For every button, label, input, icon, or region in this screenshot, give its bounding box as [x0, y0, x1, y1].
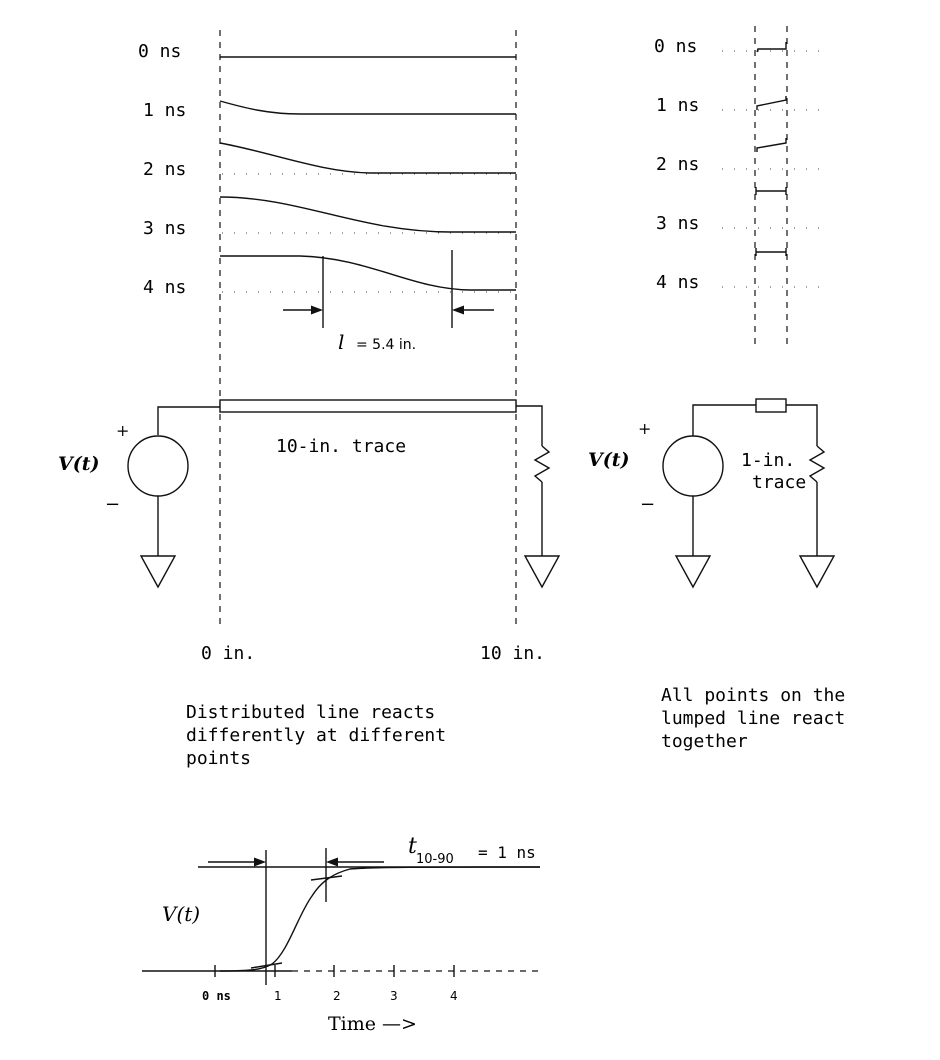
dist-load-resistor [533, 445, 551, 483]
lumped-load-wire-top [786, 404, 818, 446]
dist-time-label-3: 3 ns [143, 218, 186, 239]
rise-curve [219, 866, 541, 972]
lumped-waveform-0ns [756, 42, 787, 53]
dist-length-arrowhead-right [452, 305, 464, 315]
rise-crosshair-90pct [310, 875, 343, 881]
rise-arrowhead-left [254, 857, 266, 867]
dist-source-label: V(t) [58, 453, 100, 475]
rise-tick-label-1: 1 [274, 989, 282, 1003]
lumped-trace-label-line-1: 1-in. [741, 450, 795, 471]
rise-tick-label-3: 3 [390, 989, 398, 1003]
rise-tick-label-2: 2 [333, 989, 341, 1003]
lumped-circuit: V(t) + − 1-in. trace All points on the l… [588, 398, 845, 752]
rise-tick-label-0ns: 0 ns [202, 989, 231, 1003]
dist-source-minus: − [105, 494, 120, 515]
dist-source-plus: + [116, 421, 129, 440]
distributed-circuit: 10-in. trace V(t) + − 0 in. 10 in. Distr… [58, 399, 561, 769]
lumped-time-label-0: 0 ns [654, 36, 697, 57]
dist-caption-line-1: Distributed line reacts [186, 702, 435, 723]
lumped-ground-symbol [674, 555, 712, 589]
dist-waveform-1ns [219, 100, 516, 115]
rise-t-subscript: 10-90 [416, 852, 454, 867]
rise-t-symbol: t [408, 834, 417, 859]
rise-xlabel: Time —> [328, 1013, 417, 1035]
dist-axis-right-label: 10 in. [480, 643, 545, 664]
lumped-waveform-1ns [756, 96, 787, 110]
dist-ground-symbol [139, 555, 177, 589]
rise-tick-label-4: 4 [450, 989, 458, 1003]
rise-t-value: = 1 ns [478, 843, 536, 862]
rise-time-plot: t 10-90 = 1 ns V(t) 0 ns 1 2 3 4 Time —> [142, 834, 541, 1035]
lumped-caption-line-2: lumped line react [661, 708, 845, 729]
lumped-caption-line-1: All points on the [661, 685, 845, 706]
dist-length-arrowhead-left [311, 305, 323, 315]
lumped-trace-rect [755, 398, 787, 413]
lumped-source-wire [692, 404, 756, 436]
dist-length-symbol: l [338, 330, 344, 354]
dist-caption-line-2: differently at different [186, 725, 446, 746]
lumped-waveform-2ns [756, 138, 787, 152]
dist-trace-label: 10-in. trace [276, 436, 406, 457]
lumped-source-plus: + [638, 419, 651, 438]
rise-crosshair-10pct [250, 962, 283, 969]
dist-waveform-3ns [219, 196, 516, 233]
lumped-load-ground-symbol [798, 555, 836, 589]
lumped-snapshots: 0 ns 1 ns 2 ns 3 ns 4 ns [654, 26, 826, 350]
dist-time-label-0: 0 ns [138, 41, 181, 62]
dist-axis-left-label: 0 in. [201, 643, 255, 664]
dist-waveform-2ns [219, 142, 516, 174]
dist-time-label-4: 4 ns [143, 277, 186, 298]
lumped-time-label-3: 3 ns [656, 213, 699, 234]
lumped-source-minus: − [640, 494, 655, 515]
rise-ylabel: V(t) [162, 902, 200, 926]
lumped-waveform-3ns [755, 187, 787, 195]
lumped-trace-label-line-2: trace [752, 472, 806, 493]
lumped-load-resistor [808, 445, 826, 483]
dist-voltage-source [127, 435, 189, 497]
lumped-source-label: V(t) [588, 449, 630, 471]
dist-time-label-1: 1 ns [143, 100, 186, 121]
dist-waveform-4ns [220, 255, 516, 291]
lumped-time-label-2: 2 ns [656, 154, 699, 175]
distributed-snapshots: 0 ns 1 ns 2 ns 3 ns 4 ns l = 5.4 in. [138, 41, 516, 354]
lumped-time-label-4: 4 ns [656, 272, 699, 293]
lumped-caption-line-3: together [661, 731, 748, 752]
dist-length-value: = 5.4 in. [356, 337, 416, 353]
dist-load-ground-symbol [523, 555, 561, 589]
dist-trace-rect [219, 399, 517, 413]
lumped-waveform-4ns [755, 248, 787, 256]
dist-time-label-2: 2 ns [143, 159, 186, 180]
rise-arrowhead-right [326, 857, 338, 867]
lumped-voltage-source [662, 435, 724, 497]
dist-source-wire [157, 406, 220, 435]
dist-load-wire-top [516, 405, 543, 446]
dist-caption-line-3: points [186, 748, 251, 769]
lumped-time-label-1: 1 ns [656, 95, 699, 116]
